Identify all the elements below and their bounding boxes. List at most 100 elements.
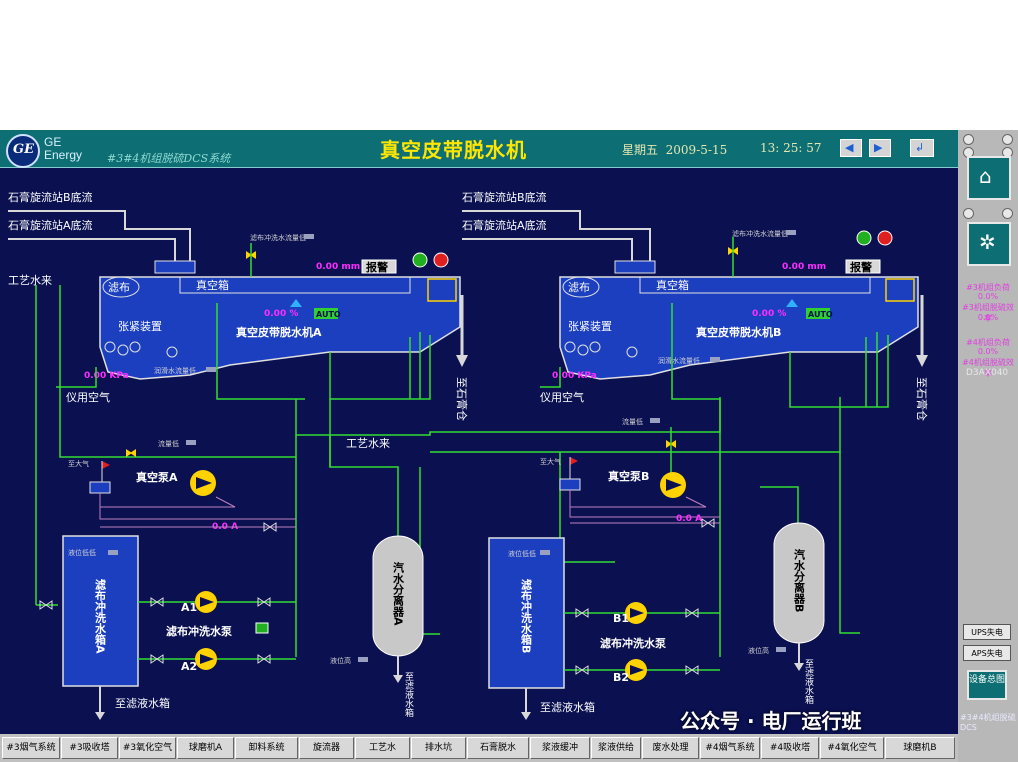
- inlet-b-label: 石膏旋流站B底流: [8, 190, 93, 204]
- ge-logo: [6, 134, 40, 168]
- tab-slurry-buffer[interactable]: 浆液缓冲: [530, 737, 590, 759]
- lock-icon[interactable]: [255, 622, 269, 634]
- filter-cloth-label: 滤布: [108, 281, 130, 294]
- prev-page-button[interactable]: ◀: [840, 139, 862, 157]
- distributor: [154, 260, 196, 274]
- pump-b1-label: B1: [613, 612, 629, 625]
- tension-device-label-b: 张紧装置: [568, 320, 612, 333]
- wash-tank-a: [62, 535, 139, 687]
- belt-machine-a: [99, 276, 461, 380]
- distributor-b: [614, 260, 656, 274]
- tab-cyclone[interactable]: 旋流器: [299, 737, 354, 759]
- system-name: #3#4机组脱硫DCS系统: [107, 152, 231, 165]
- bottom-nav: #3烟气系统 #3吸收塔 #3氧化空气 球磨机A 卸料系统 旋流器 工艺水 排水…: [0, 734, 958, 762]
- ups-fault-button[interactable]: UPS失电: [963, 624, 1011, 640]
- inlet-a-label-b: 石膏旋流站A底流: [462, 218, 547, 232]
- current-b-value: 0.0 A: [676, 514, 702, 524]
- to-atmosphere-b: 至大气: [540, 457, 561, 466]
- machine-a-name: 真空皮带脱水机A: [236, 325, 322, 339]
- speed-a-icon: [290, 299, 302, 307]
- vacuum-pump-a-label: 真空泵A: [136, 470, 178, 484]
- pressure-b-value: 0.00 KPa: [552, 371, 597, 381]
- page-title: 真空皮带脱水机: [380, 138, 527, 162]
- level-high-b-label: 液位高: [748, 646, 769, 655]
- flow-low-b-label: 流量低: [622, 417, 643, 426]
- tab-unloading[interactable]: 卸料系统: [235, 737, 298, 759]
- inlet-a-label: 石膏旋流站A底流: [8, 218, 93, 232]
- level-high-a-label: 液位高: [330, 656, 351, 665]
- next-page-button[interactable]: ▶: [869, 139, 891, 157]
- overview-button[interactable]: 设备总图: [967, 670, 1007, 700]
- mode-b-badge[interactable]: [806, 308, 830, 319]
- header-time: 13: 25: 57: [760, 141, 822, 155]
- start-b-icon[interactable]: [856, 230, 872, 246]
- tab-slurry-supply[interactable]: 浆液供给: [591, 737, 641, 759]
- return-button[interactable]: ↲: [910, 139, 934, 157]
- to-gypsum-a-text: 至石膏仓: [455, 377, 469, 421]
- mode-a-badge[interactable]: [314, 308, 338, 319]
- arrow-right-icon: ▶: [874, 141, 883, 154]
- aps-fault-button[interactable]: APS失电: [963, 645, 1011, 661]
- vacuum-box-a: [179, 276, 411, 294]
- svg-text:报警: 报警: [850, 260, 872, 274]
- to-atmosphere-a: 至大气: [68, 459, 89, 468]
- vacuum-pump-b-label: 真空泵B: [608, 469, 649, 483]
- station-code: D3AX040: [966, 368, 1009, 378]
- level-low-b-label: 液位低低: [508, 549, 536, 558]
- speed-b-value: 0.00 %: [752, 309, 786, 319]
- pressure-a-value: 0.00 KPa: [84, 371, 129, 381]
- separator-b-name: 汽水分离器B: [793, 548, 807, 613]
- tab-4-oxidation[interactable]: #4氧化空气: [820, 737, 884, 759]
- svg-text:报警: 报警: [366, 260, 388, 274]
- flow-low-a-label: 流量低: [158, 439, 179, 448]
- tab-4-flue-gas[interactable]: #4烟气系统: [700, 737, 760, 759]
- tab-4-absorber[interactable]: #4吸收塔: [761, 737, 819, 759]
- belt-machine-b: [559, 276, 919, 380]
- filter-cloth-label-b: 滤布: [568, 281, 590, 294]
- lube-flow-b-label: 润滑水流量低: [658, 356, 700, 365]
- wash-pump-a-label: 滤布冲洗水泵: [166, 624, 232, 638]
- lube-flow-a-label: 润滑水流量低: [154, 366, 196, 375]
- wash-tank-a-name: 滤布冲洗水箱A: [94, 578, 107, 654]
- level-low-a-label: 液位低低: [68, 548, 96, 557]
- pump-a2-label: A2: [181, 660, 197, 673]
- drive-motor-b[interactable]: [885, 278, 915, 302]
- sep-b-to-filtrate: 至滤液水箱: [803, 659, 814, 705]
- tab-mill-a[interactable]: 球磨机A: [177, 737, 234, 759]
- tab-drain-pit[interactable]: 排水坑: [411, 737, 466, 759]
- instrument-air-b: 仪用空气: [540, 390, 584, 404]
- system-diagram-button[interactable]: ⌂: [967, 156, 1011, 200]
- network-icon: ✲: [979, 230, 996, 254]
- alarm-a-button[interactable]: [361, 259, 397, 274]
- process-diagram: 石膏旋流站B底流 石膏旋流站A底流 滤布 真空箱 张紧装置 真空皮带脱水机A 0…: [8, 190, 929, 720]
- process-water-a-label: 工艺水来: [8, 274, 52, 287]
- wash-pump-b-label: 滤布冲洗水泵: [600, 636, 666, 650]
- drive-motor-a[interactable]: [427, 278, 457, 302]
- to-filtrate-a: 至滤液水箱: [115, 696, 170, 710]
- machine-b-name: 真空皮带脱水机B: [696, 325, 781, 339]
- wash-flow-a-label: 滤布冲洗水流量低: [250, 233, 306, 242]
- return-arrow-icon: ↲: [915, 141, 925, 154]
- inlet-b-label-b: 石膏旋流站B底流: [462, 190, 547, 204]
- start-a-icon[interactable]: [412, 252, 428, 268]
- tab-gypsum-dewatering[interactable]: 石膏脱水: [467, 737, 529, 759]
- tab-wastewater[interactable]: 废水处理: [642, 737, 699, 759]
- instrument-air-a: 仪用空气: [66, 390, 110, 404]
- tab-mill-b[interactable]: 球磨机B: [885, 737, 955, 759]
- tab-process-water[interactable]: 工艺水: [355, 737, 410, 759]
- pump-a1-label: A1: [181, 601, 197, 614]
- tab-3-oxidation[interactable]: #3氧化空气: [119, 737, 176, 759]
- tab-3-flue-gas[interactable]: #3烟气系统: [2, 737, 60, 759]
- alarm-b-button[interactable]: [845, 259, 881, 274]
- tension-device-label: 张紧装置: [118, 320, 162, 333]
- vacuum-box-label-b: 真空箱: [656, 278, 689, 292]
- stop-a-icon[interactable]: [433, 252, 449, 268]
- diagram-icon: ⌂: [979, 164, 992, 188]
- svg-text:AUTO: AUTO: [808, 310, 833, 319]
- tab-3-absorber[interactable]: #3吸收塔: [61, 737, 118, 759]
- process-water-center: 工艺水来: [346, 437, 390, 450]
- network-button[interactable]: ✲: [967, 222, 1011, 266]
- stop-b-icon[interactable]: [877, 230, 893, 246]
